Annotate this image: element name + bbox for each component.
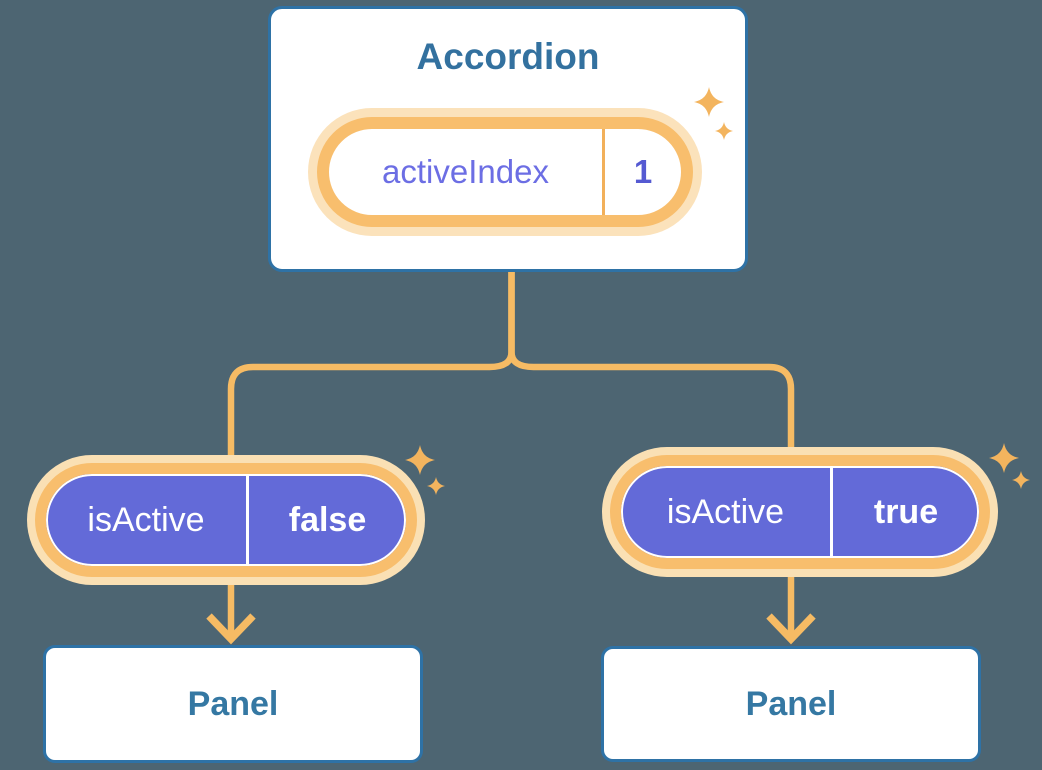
down-arrow-icon	[206, 584, 256, 645]
prop-name-label: isActive	[87, 500, 205, 539]
prop-value-label: true	[873, 492, 939, 531]
down-arrow-icon	[766, 576, 816, 645]
panel-title: Panel	[187, 684, 279, 723]
state-value-label: 1	[633, 153, 653, 190]
connector-left-branch	[227, 270, 515, 456]
prop-pill-isactive-left: isActive false	[35, 463, 417, 577]
pill-divider	[602, 129, 605, 215]
state-pill: activeIndex 1	[317, 117, 693, 227]
accordion-title: Accordion	[416, 36, 600, 77]
prop-pill-isactive-right: isActive true	[610, 455, 990, 569]
pill-divider	[246, 476, 249, 564]
pill-divider	[830, 468, 833, 556]
prop-value-label: false	[288, 500, 367, 539]
panel-component-card-right: Panel	[601, 646, 981, 762]
prop-name-label: isActive	[666, 492, 785, 531]
panel-component-card-left: Panel	[43, 645, 423, 763]
connector-right-branch	[508, 270, 795, 448]
state-name-label: activeIndex	[382, 153, 549, 190]
sparkle-icon	[405, 445, 445, 495]
panel-title: Panel	[745, 684, 837, 723]
sparkle-icon	[989, 443, 1030, 489]
accordion-component-card: Accordion activeIndex 1	[268, 6, 748, 272]
